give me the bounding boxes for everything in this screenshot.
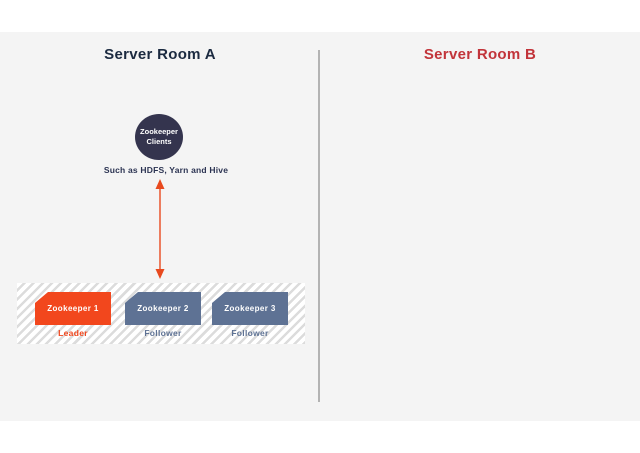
slide-background xyxy=(0,32,640,421)
zookeeper-node-3-label: Zookeeper 3 xyxy=(224,304,276,313)
room-b-title: Server Room B xyxy=(423,46,537,63)
zookeeper-node-2-box: Zookeeper 2 xyxy=(125,292,201,325)
role-label-leader: Leader xyxy=(58,328,88,338)
room-a-title: Server Room A xyxy=(104,46,216,63)
zookeeper-node-2-label: Zookeeper 2 xyxy=(137,304,189,313)
zookeeper-node-3-box: Zookeeper 3 xyxy=(212,292,288,325)
zookeeper-node-1-box: Zookeeper 1 xyxy=(35,292,111,325)
ensemble-hatched-zone: Zookeeper 1 Zookeeper 2 Zookeeper 3 Lead… xyxy=(17,283,305,344)
clients-circle-label-line1: Zookeeper xyxy=(140,126,178,136)
role-label-follower-1: Follower xyxy=(144,328,182,338)
clients-circle-label-line2: Clients xyxy=(146,137,172,146)
clients-caption: Such as HDFS, Yarn and Hive xyxy=(103,165,229,175)
room-divider-line xyxy=(318,50,320,402)
zookeeper-clients-circle: Zookeeper Clients xyxy=(135,114,183,160)
zookeeper-node-1-label: Zookeeper 1 xyxy=(47,304,99,313)
bidirectional-arrow-icon xyxy=(155,179,165,279)
role-label-follower-2: Follower xyxy=(231,328,269,338)
